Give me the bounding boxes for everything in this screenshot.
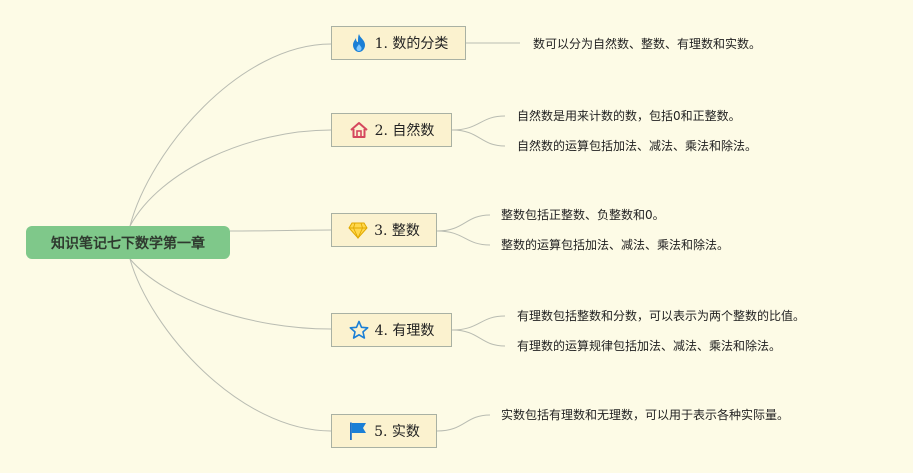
note-natural-numbers-2: 自然数的运算包括加法、减法、乘法和除法。	[517, 139, 758, 153]
root-to-branch-4	[129, 258, 332, 330]
branch-number-classification[interactable]: 1. 数的分类	[331, 26, 466, 60]
root-to-branch-2	[129, 129, 332, 227]
branch-5-to-note-1	[436, 414, 491, 432]
branch-2-to-note-2	[451, 129, 506, 147]
branch-rational-numbers-label: 4. 有理数	[374, 323, 435, 339]
root-topic-label: 知识笔记七下数学第一章	[51, 235, 205, 252]
branch-3-to-note-1	[436, 214, 491, 232]
branch-integers-label: 3. 整数	[374, 223, 420, 239]
root-topic[interactable]: 知识笔记七下数学第一章	[26, 226, 230, 259]
branch-natural-numbers[interactable]: 2. 自然数	[331, 113, 452, 147]
branch-real-numbers-label: 5. 实数	[374, 424, 420, 440]
note-rational-numbers-1: 有理数包括整数和分数，可以表示为两个整数的比值。	[517, 309, 806, 323]
note-rational-numbers-2: 有理数的运算规律包括加法、减法、乘法和除法。	[517, 339, 782, 353]
branch-integers[interactable]: 3. 整数	[331, 213, 437, 247]
fire-icon	[349, 33, 369, 53]
star-icon	[349, 320, 369, 340]
branch-natural-numbers-label: 2. 自然数	[374, 123, 435, 139]
root-to-branch-3	[229, 229, 332, 232]
branch-2-to-note-1	[451, 115, 506, 131]
branch-3-to-note-2	[436, 230, 491, 246]
root-to-branch-5	[129, 258, 332, 432]
flag-icon	[348, 421, 368, 441]
branch-4-to-note-1	[451, 315, 506, 331]
note-integers-2: 整数的运算包括加法、减法、乘法和除法。	[501, 238, 730, 252]
home-icon	[349, 120, 369, 140]
note-natural-numbers-1: 自然数是用来计数的数，包括0和正整数。	[517, 109, 741, 123]
branch-number-classification-label: 1. 数的分类	[374, 36, 449, 52]
branch-real-numbers[interactable]: 5. 实数	[331, 414, 437, 448]
branch-rational-numbers[interactable]: 4. 有理数	[331, 313, 452, 347]
branch-4-to-note-2	[451, 329, 506, 347]
note-real-numbers-1: 实数包括有理数和无理数，可以用于表示各种实际量。	[501, 408, 790, 422]
note-integers-1: 整数包括正整数、负整数和0。	[501, 208, 665, 222]
root-to-branch-1	[129, 43, 332, 227]
gem-icon	[348, 220, 368, 240]
note-number-classification-1: 数可以分为自然数、整数、有理数和实数。	[533, 37, 762, 51]
